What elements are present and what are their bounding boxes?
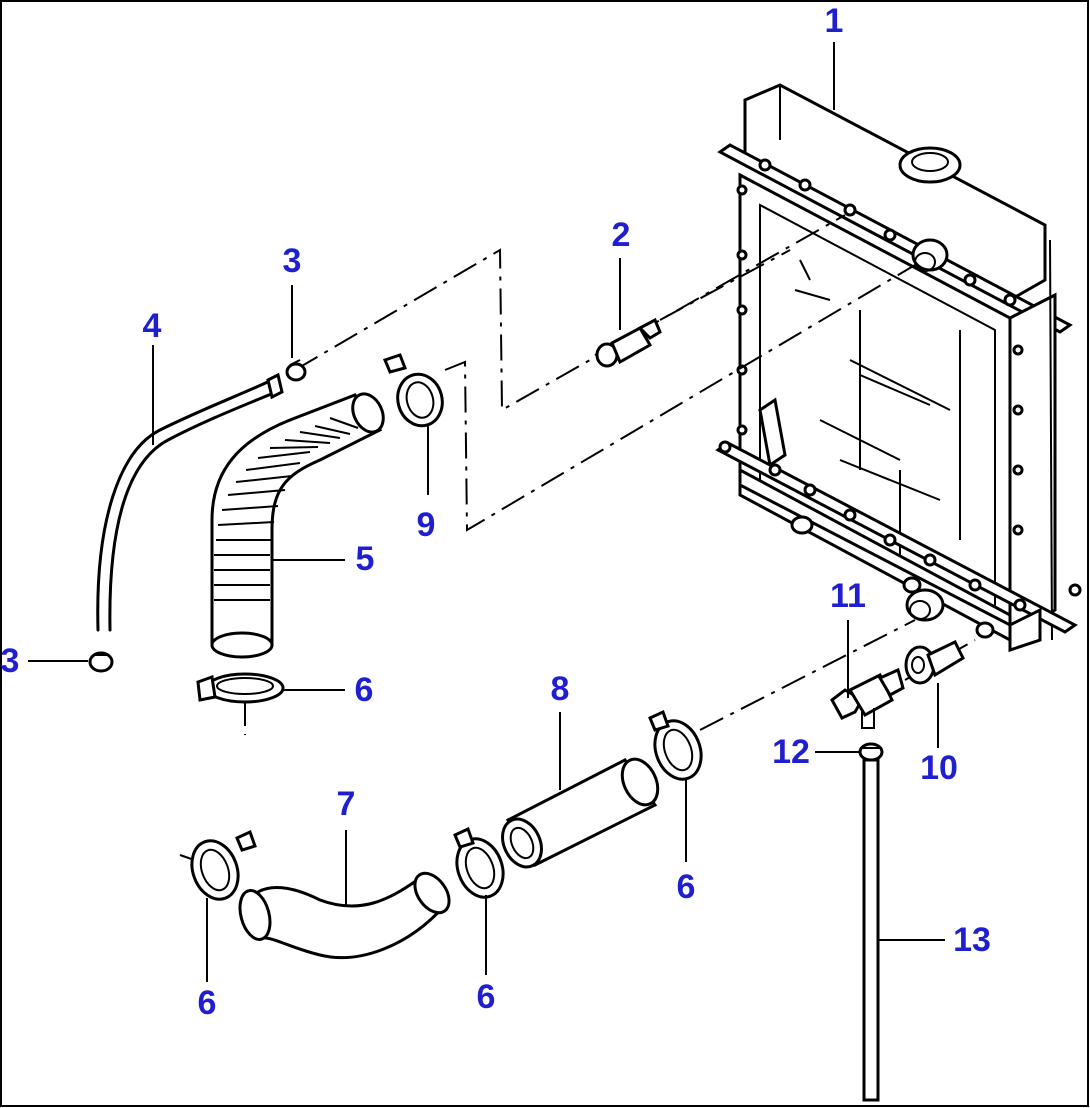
- drain-cock-tip: [877, 667, 905, 698]
- callout-8: 8: [551, 670, 570, 708]
- radiator-assembly: [715, 83, 1082, 653]
- radiator-core-hatch: [794, 259, 961, 560]
- tube-clip-lower: [88, 651, 114, 673]
- radiator-bottom-tank: [738, 467, 1042, 653]
- callout-6-left: 6: [198, 984, 217, 1022]
- drain-tube: [862, 758, 880, 1102]
- assembly-line-upper-hose: [444, 264, 916, 532]
- callout-13: 13: [953, 921, 991, 959]
- callout-1: 1: [825, 2, 844, 40]
- overflow-tube-inner: [108, 390, 278, 632]
- upper-hose: [210, 392, 385, 659]
- upper-hose-body: [210, 393, 383, 647]
- straight-hose-bore: [509, 826, 535, 860]
- callout-3-upper: 3: [283, 242, 302, 280]
- lower-outlet-neck: [905, 588, 945, 622]
- radiator-bottom-bolts: [718, 440, 1082, 612]
- elbow-hose: [238, 871, 451, 960]
- fitting-nipple: [637, 317, 662, 340]
- callout-7: 7: [337, 785, 356, 823]
- callout-10: 10: [920, 749, 958, 787]
- drain-plug: [904, 640, 965, 685]
- tube-clip-upper: [285, 359, 307, 382]
- clamp-elbow-right: [453, 826, 505, 899]
- callout-4: 4: [143, 307, 162, 345]
- drain-cock-spout: [861, 708, 875, 729]
- callout-3-lower: 3: [1, 642, 20, 680]
- upper-outlet-bore: [914, 252, 936, 272]
- upper-hose-end-upper: [351, 392, 385, 434]
- radiator-bracket: [758, 397, 787, 468]
- callout-11: 11: [830, 577, 866, 615]
- callout-9: 9: [417, 506, 436, 544]
- radiator-side-column: [1008, 292, 1057, 643]
- elbow-hose-end-left: [238, 889, 272, 941]
- drain-cock: [830, 667, 905, 729]
- radiator-bolts: [736, 158, 1024, 536]
- callout-6-right: 6: [677, 868, 696, 906]
- callout-2: 2: [612, 216, 631, 254]
- callout-6-middle: 6: [477, 978, 496, 1016]
- radiator-top-tank-edge: [744, 85, 781, 160]
- upper-hose-end-lower: [210, 631, 274, 659]
- fitting-body: [610, 325, 653, 365]
- drain-tube-clip: [858, 742, 884, 762]
- callout-5: 5: [356, 540, 375, 578]
- callout-12: 12: [772, 733, 810, 771]
- drain-port: [975, 621, 995, 639]
- assembly-line-lower-hose: [699, 619, 916, 731]
- clamp-lower-hose-end: [196, 672, 285, 704]
- drain-cock-body: [847, 672, 894, 718]
- callout-6-upper: 6: [355, 671, 374, 709]
- straight-hose: [501, 757, 660, 869]
- overflow-tube-end: [266, 372, 284, 400]
- leader-lines: [28, 42, 945, 982]
- clamp-elbow-left: [190, 829, 257, 901]
- lower-boss: [790, 515, 814, 535]
- lower-outlet-boss: [902, 576, 922, 594]
- callout-labels: 1 2 3 3 4 5 6 6 6 6 7 8 9 10 11 12 13: [1, 2, 991, 1022]
- elbow-hose-end-right: [413, 871, 451, 915]
- upper-hose-corrugation: [214, 417, 359, 601]
- clamp-upper-hose: [382, 353, 444, 428]
- straight-hose-end-right: [620, 757, 660, 807]
- fitting-part: [595, 317, 662, 368]
- clamp-pipe-right: [648, 709, 703, 781]
- radiator-cap-inner: [911, 152, 949, 172]
- lower-outlet-bore: [909, 600, 931, 620]
- radiator-side-rod: [1049, 239, 1053, 641]
